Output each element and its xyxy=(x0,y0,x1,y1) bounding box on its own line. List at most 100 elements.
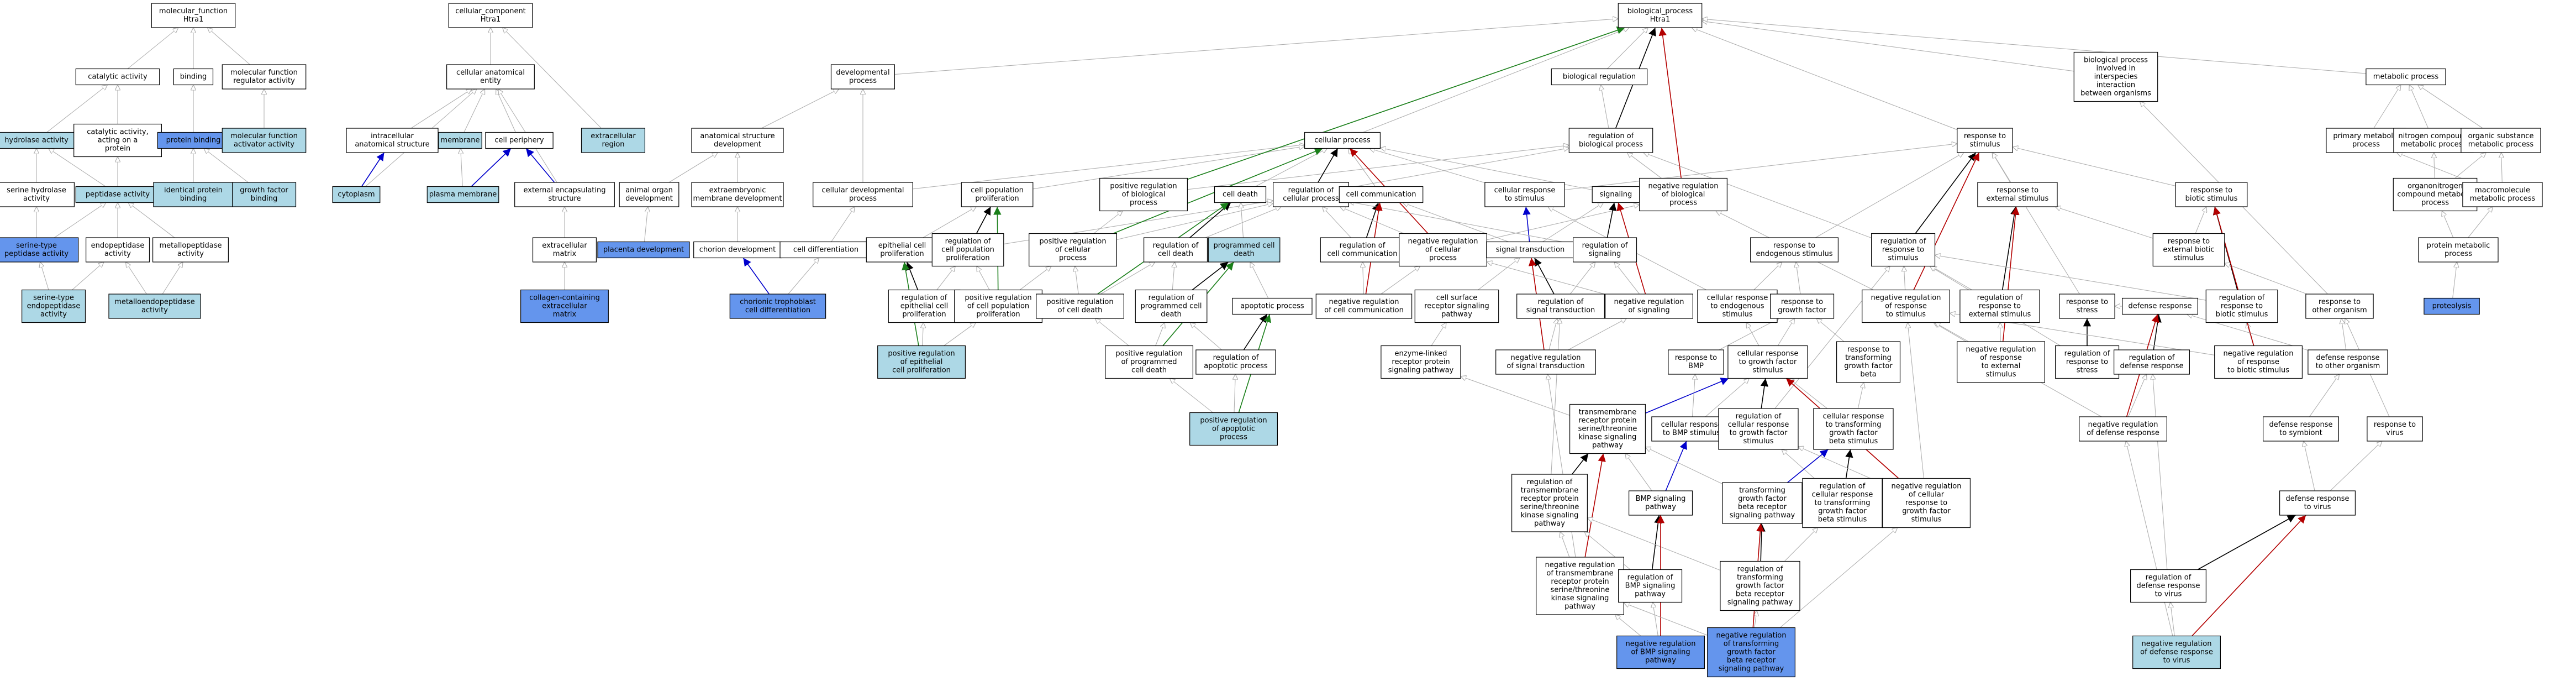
go-term-node-bio-reg[interactable]: biological regulation xyxy=(1551,68,1648,86)
go-term-node-cytoplasm[interactable]: cytoplasm xyxy=(332,186,381,203)
go-term-node-peptidase[interactable]: peptidase activity xyxy=(75,186,160,203)
go-term-node-chorion-dev[interactable]: chorion development xyxy=(693,241,782,259)
go-term-node-catalytic[interactable]: catalytic activity xyxy=(75,68,160,86)
go-term-node-cell-comm[interactable]: cell communication xyxy=(1339,186,1424,203)
go-term-node-cell-diff[interactable]: cell differentiation xyxy=(779,241,872,259)
go-term-node-binding[interactable]: binding xyxy=(173,68,214,86)
go-term-node-cell-death[interactable]: cell death xyxy=(1214,186,1267,203)
go-term-node-defense-resp[interactable]: defense response xyxy=(2122,297,2199,315)
go-term-node-protein-binding[interactable]: protein binding xyxy=(157,132,230,149)
go-term-node-cellular-process[interactable]: cellular process xyxy=(1304,132,1381,149)
go-term-node-placenta-dev[interactable]: placenta development xyxy=(597,241,690,259)
go-term-node-hydrolase[interactable]: hydrolase activity xyxy=(0,132,79,149)
go-term-node-plasma-membrane[interactable]: plasma membrane xyxy=(426,186,499,203)
go-term-node-signaling[interactable]: signaling xyxy=(1592,186,1640,203)
